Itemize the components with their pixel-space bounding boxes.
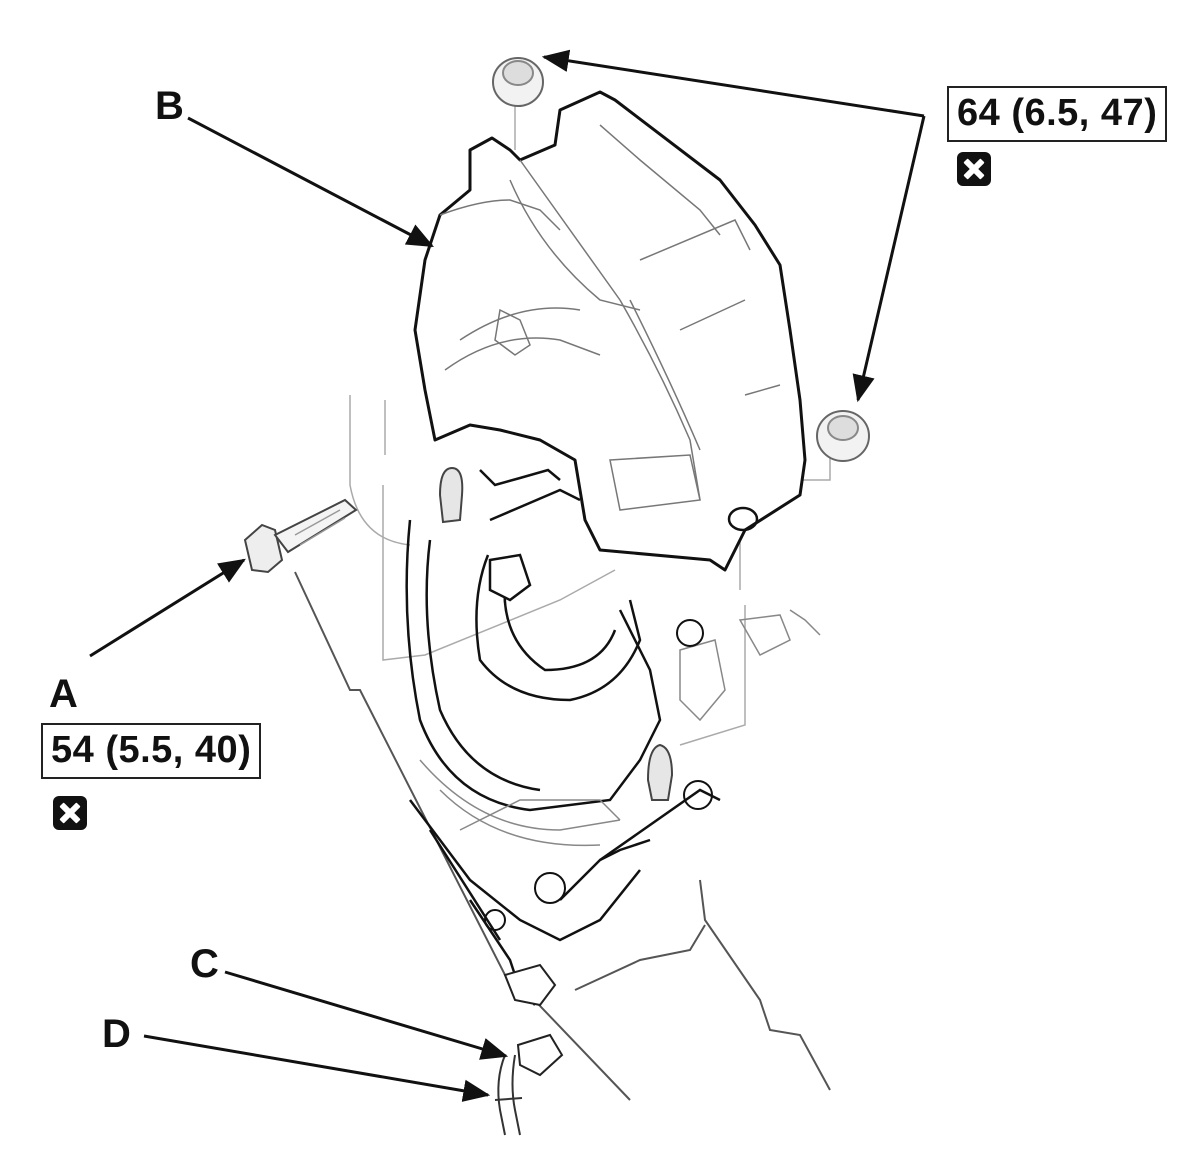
arrow-torque-top <box>541 49 925 118</box>
frame-hole-2 <box>683 780 713 810</box>
frame-hole-3 <box>676 619 704 647</box>
callout-b-label: B <box>155 84 184 128</box>
transmission-outline <box>294 571 831 1101</box>
replace-part-icon <box>957 152 991 186</box>
leader-arrows <box>89 49 926 1102</box>
harness-clip-d <box>494 1054 523 1136</box>
mount-body <box>405 468 662 812</box>
arrow-b <box>187 116 434 248</box>
frame-hole-1 <box>534 872 566 904</box>
connector-c <box>503 963 564 1077</box>
arrow-a <box>89 558 246 658</box>
callout-c-label: C <box>190 942 219 986</box>
replace-part-icon <box>53 796 87 830</box>
stud-upper <box>438 466 464 524</box>
callout-a-label: A <box>49 672 78 716</box>
callout-d-label: D <box>102 1012 131 1056</box>
mount-body-detail <box>419 609 821 847</box>
lower-frame <box>409 788 721 1006</box>
nut-right <box>816 410 870 462</box>
frame-hole-4 <box>484 909 506 931</box>
mount-bracket-detail <box>439 124 781 511</box>
torque-spec-nuts: 64 (6.5, 47) <box>947 86 1168 142</box>
bracket-hole <box>727 506 759 532</box>
arrow-torque-right <box>852 115 926 403</box>
torque-spec-bolt-a: 54 (5.5, 40) <box>41 723 262 779</box>
arrow-c <box>224 970 509 1060</box>
stud-lower <box>646 743 674 801</box>
bolt-a <box>243 498 358 574</box>
arrow-d <box>143 1034 491 1102</box>
nut-top <box>492 57 544 107</box>
